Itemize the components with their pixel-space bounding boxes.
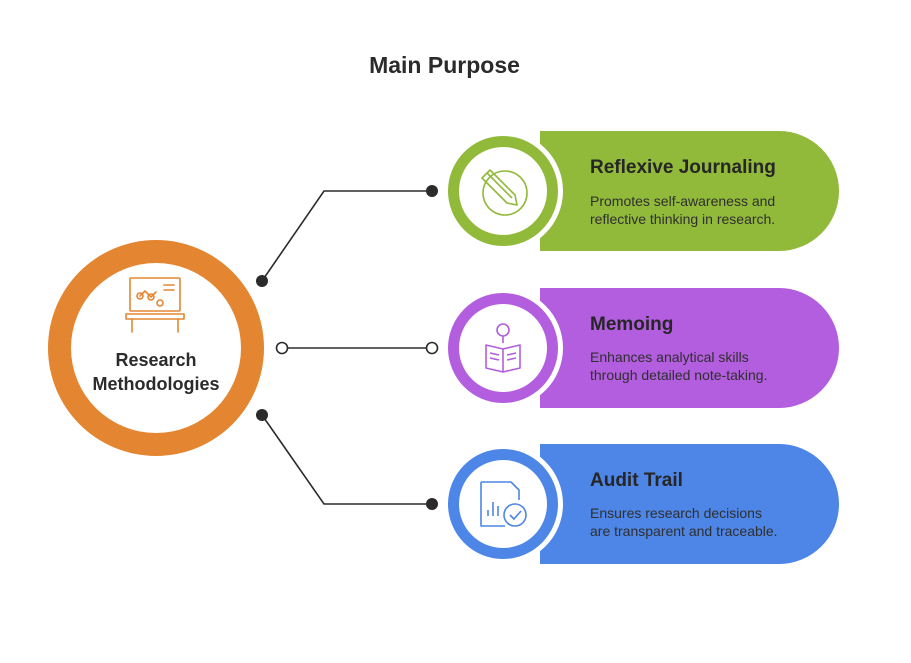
item-title-audit: Audit Trail <box>590 470 683 491</box>
research-desk-icon <box>125 277 185 333</box>
pencil-icon <box>481 169 528 216</box>
connector-dot <box>426 498 438 510</box>
connector-audit <box>261 414 432 505</box>
item-desc-memoing: Enhances analytical skills through detai… <box>590 348 810 384</box>
center-node <box>48 240 264 456</box>
reading-person-icon <box>485 323 521 373</box>
connector-journaling <box>261 190 432 282</box>
connector-dot <box>256 275 268 287</box>
center-label-line2: Methodologies <box>92 374 220 394</box>
item-reflexive-journaling <box>443 131 839 251</box>
item-title-journaling: Reflexive Journaling <box>590 157 776 178</box>
center-label-line1: Research <box>115 350 197 370</box>
connector-dot <box>256 409 268 421</box>
item-desc-journaling: Promotes self-awareness and reflective t… <box>590 192 810 228</box>
connector-dot-hollow <box>275 341 289 355</box>
desc-line: Promotes self-awareness and <box>590 193 776 209</box>
connector-dot-hollow <box>425 341 439 355</box>
item-desc-audit: Ensures research decisions are transpare… <box>590 504 810 540</box>
desc-line: are transparent and traceable. <box>590 523 778 539</box>
desc-line: Ensures research decisions <box>590 505 762 521</box>
center-label: Research Methodologies <box>80 348 232 396</box>
connector-dot <box>426 185 438 197</box>
item-audit-trail <box>443 444 839 564</box>
item-title-memoing: Memoing <box>590 314 674 335</box>
desc-line: reflective thinking in research. <box>590 211 776 227</box>
item-memoing <box>443 288 839 408</box>
page-title: Main Purpose <box>369 52 520 78</box>
desc-line: through detailed note-taking. <box>590 367 768 383</box>
verified-document-icon <box>480 481 527 527</box>
desc-line: Enhances analytical skills <box>590 349 749 365</box>
connectors <box>261 190 432 505</box>
